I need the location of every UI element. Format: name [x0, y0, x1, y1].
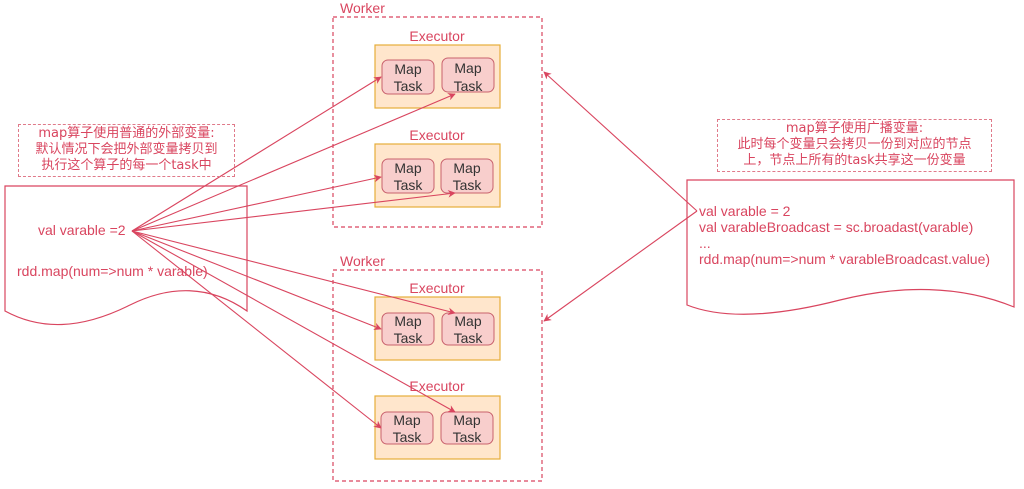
map-task-2: Map Task — [441, 57, 495, 94]
arrow-to-task-3 — [131, 174, 382, 232]
map-task-line2: Task — [394, 330, 424, 346]
right-code-line: rdd.map(num=>num * varableBroadcast.valu… — [699, 251, 991, 267]
map-task-6: Map Task — [441, 312, 495, 346]
executor-4-label: Executor — [409, 378, 465, 394]
left-note-line: 执行这个算子的每一个task中 — [41, 158, 212, 173]
broadcast-arrows — [543, 71, 698, 322]
map-task-line2: Task — [453, 177, 483, 193]
arrow-to-worker-2 — [543, 210, 698, 322]
map-task-line2: Task — [394, 177, 424, 193]
map-task-8: Map Task — [440, 411, 494, 445]
right-code-line: val varableBroadcast = sc.broadast(varab… — [699, 219, 974, 235]
worker-2: Worker Executor Map Task Map Task Execut… — [332, 253, 543, 482]
map-task-line1: Map — [453, 412, 480, 428]
copy-arrows — [131, 76, 456, 429]
map-task-line2: Task — [394, 78, 424, 94]
right-note-line: map算子使用广播变量: — [785, 121, 924, 136]
arrow-to-task-6 — [131, 230, 456, 316]
map-task-box — [440, 158, 494, 194]
left-code-line-1: val varable =2 — [38, 222, 126, 238]
executor-1-label: Executor — [409, 28, 465, 44]
map-task-line1: Map — [453, 160, 480, 176]
map-task-line1: Map — [454, 313, 481, 329]
worker-2-label: Worker — [340, 253, 385, 269]
right-code-line: val varable = 2 — [699, 203, 791, 219]
arrow-to-task-1 — [131, 76, 382, 232]
map-task-line2: Task — [393, 429, 423, 445]
left-note-line: 默认情况下会把外部变量拷贝到 — [35, 142, 218, 157]
map-task-box — [381, 312, 435, 346]
map-task-line1: Map — [394, 313, 421, 329]
right-code-line: ... — [699, 235, 711, 251]
map-task-5: Map Task — [381, 312, 435, 346]
map-task-7: Map Task — [380, 411, 434, 445]
arrow-to-task-2 — [131, 93, 456, 232]
arrow-to-task-5 — [131, 230, 382, 331]
map-task-1: Map Task — [381, 59, 435, 95]
left-note-line: map算子使用普通的外部变量: — [38, 126, 215, 141]
map-task-line1: Map — [454, 60, 481, 76]
map-task-line2: Task — [453, 429, 483, 445]
executor-3-label: Executor — [409, 280, 465, 296]
map-task-box — [381, 59, 435, 95]
left-code-document — [4, 185, 248, 326]
left-note: map算子使用普通的外部变量: 默认情况下会把外部变量拷贝到 执行这个算子的每一… — [18, 124, 235, 177]
map-task-line1: Map — [394, 160, 421, 176]
map-task-line2: Task — [454, 330, 484, 346]
map-task-4: Map Task — [440, 158, 494, 194]
arrow-to-task-7 — [131, 230, 382, 429]
executor-2-label: Executor — [409, 127, 465, 143]
worker-1: Worker Executor Map Task Map Task Execut… — [332, 0, 543, 228]
arrow-to-task-8 — [131, 230, 456, 413]
arrow-to-worker-1 — [543, 71, 698, 212]
map-task-3: Map Task — [381, 158, 435, 194]
worker-1-label: Worker — [340, 0, 385, 16]
map-task-line1: Map — [394, 61, 421, 77]
right-note-line: 上，节点上所有的task共享这一份变量 — [743, 153, 966, 168]
right-note: map算子使用广播变量: 此时每个变量只会拷贝一份到对应的节点 上，节点上所有的… — [717, 119, 992, 172]
arrow-to-task-4 — [131, 189, 456, 232]
right-note-line: 此时每个变量只会拷贝一份到对应的节点 — [737, 137, 972, 152]
left-code-line-2: rdd.map(num=>num * varable) — [17, 263, 208, 279]
right-code-document — [686, 179, 1015, 315]
map-task-line2: Task — [454, 78, 484, 94]
map-task-line1: Map — [393, 412, 420, 428]
map-task-box — [441, 57, 495, 93]
map-task-box — [381, 158, 435, 194]
map-task-box — [441, 312, 495, 346]
map-task-box — [440, 411, 494, 445]
